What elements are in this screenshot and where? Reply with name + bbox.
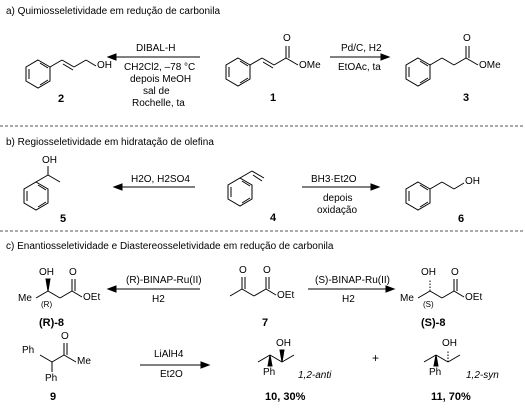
reagent-c-left-1: (R)-BINAP-Ru(II) bbox=[126, 275, 202, 286]
structure-compound-5 bbox=[23, 166, 61, 211]
label-oh-2: OH bbox=[97, 60, 112, 71]
structure-compound-6 bbox=[405, 181, 465, 211]
structure-compound-s8 bbox=[417, 279, 465, 299]
structure-compound-9 bbox=[39, 343, 77, 372]
label-o-1: O bbox=[283, 33, 291, 44]
label-o-r8: O bbox=[69, 267, 77, 278]
label-oh-6: OH bbox=[465, 176, 480, 187]
structure-compound-11 bbox=[423, 350, 461, 367]
compound-number-2: 2 bbox=[58, 93, 65, 105]
label-oh-10: OH bbox=[276, 338, 291, 349]
label-stereo-s8: (S) bbox=[423, 300, 434, 309]
reagent-a-left-1: DIBAL-H bbox=[136, 43, 176, 54]
label-rel-11: 1,2-syn bbox=[466, 370, 499, 381]
compound-number-r8: (R)-8 bbox=[39, 317, 65, 329]
section-c-title: c) Enantiosseletividade e Diastereossele… bbox=[6, 241, 334, 252]
compound-number-9: 9 bbox=[50, 391, 57, 403]
reagent-c-right-2: H2 bbox=[342, 294, 355, 305]
section-b-title: b) Regiosseletividade em hidratação de o… bbox=[6, 137, 214, 148]
arrow-c-reduction bbox=[140, 361, 211, 369]
label-oh-11: OH bbox=[442, 338, 457, 349]
reagent-c-reduction-2: Et2O bbox=[160, 369, 183, 380]
compound-number-5: 5 bbox=[60, 213, 67, 225]
reagent-a-left-5: Rochelle, ta bbox=[132, 98, 185, 109]
arrow-b-left bbox=[112, 183, 195, 191]
compound-number-3: 3 bbox=[463, 92, 470, 104]
label-oh-r8: OH bbox=[39, 267, 54, 278]
structure-compound-1 bbox=[225, 46, 299, 87]
compound-label-11: 11, 70% bbox=[431, 391, 471, 403]
reagent-c-left-2: H2 bbox=[152, 294, 165, 305]
label-rel-10: 1,2-anti bbox=[298, 370, 332, 381]
label-o-3: O bbox=[463, 33, 471, 44]
reagent-b-right-3: oxidação bbox=[317, 205, 358, 216]
label-ome-3: OMe bbox=[479, 60, 501, 71]
reagent-b-right-1: BH3·Et2O bbox=[311, 174, 357, 185]
arrow-a-right bbox=[330, 53, 391, 61]
structure-compound-3 bbox=[405, 46, 479, 87]
structure-compound-2 bbox=[25, 59, 97, 89]
label-ph-10: Ph bbox=[263, 367, 276, 378]
label-oet-7: OEt bbox=[277, 290, 295, 301]
reagent-a-right-2: EtOAc, ta bbox=[338, 62, 381, 73]
arrow-a-left bbox=[106, 53, 200, 61]
label-o2-7: O bbox=[263, 265, 271, 276]
compound-number-1: 1 bbox=[270, 92, 277, 104]
structure-compound-7 bbox=[229, 277, 277, 297]
reagent-a-left-2: CH2Cl2, –78 °C bbox=[124, 62, 196, 73]
label-oh-s8: OH bbox=[421, 267, 436, 278]
reagent-b-left: H2O, H2SO4 bbox=[131, 174, 190, 185]
label-oh-5: OH bbox=[42, 155, 57, 166]
plus-sign: + bbox=[372, 351, 380, 365]
reagent-c-right-1: (S)-BINAP-Ru(II) bbox=[315, 275, 390, 286]
reagent-a-left-4: sal de bbox=[143, 86, 170, 97]
arrow-c-left bbox=[106, 285, 200, 293]
arrow-c-right bbox=[308, 285, 396, 293]
label-ph-me-9: Ph bbox=[22, 345, 35, 356]
label-ph-11: Ph bbox=[429, 367, 442, 378]
reagent-a-right-1: Pd/C, H2 bbox=[341, 43, 382, 54]
arrow-b-right bbox=[302, 183, 381, 191]
label-o-s8: O bbox=[451, 267, 459, 278]
compound-number-s8: (S)-8 bbox=[421, 317, 446, 329]
label-me-9: Me bbox=[77, 356, 91, 367]
compound-number-4: 4 bbox=[270, 212, 277, 224]
structure-compound-r8 bbox=[35, 278, 83, 299]
compound-label-10: 10, 30% bbox=[265, 391, 306, 403]
reagent-b-right-2: depois bbox=[323, 193, 353, 204]
label-o-9: O bbox=[61, 331, 69, 342]
label-oet-r8: OEt bbox=[83, 292, 101, 303]
label-oet-s8: OEt bbox=[465, 292, 483, 303]
reagent-a-left-3: depois MeOH bbox=[130, 74, 192, 85]
compound-number-6: 6 bbox=[458, 213, 465, 225]
label-stereo-r8: (R) bbox=[41, 300, 53, 309]
label-o1-7: O bbox=[239, 265, 247, 276]
reagent-c-reduction-1: LiAlH4 bbox=[154, 349, 184, 360]
label-ome-1: OMe bbox=[299, 60, 321, 71]
section-a-title: a) Quimiosseletividade em redução de car… bbox=[6, 6, 221, 17]
label-me-s8: Me bbox=[400, 293, 414, 304]
label-ph-9: Ph bbox=[45, 373, 58, 384]
label-me-r8: Me bbox=[18, 293, 32, 304]
compound-number-7: 7 bbox=[262, 317, 269, 329]
structure-compound-4 bbox=[227, 170, 265, 207]
structure-compound-10 bbox=[257, 349, 295, 367]
